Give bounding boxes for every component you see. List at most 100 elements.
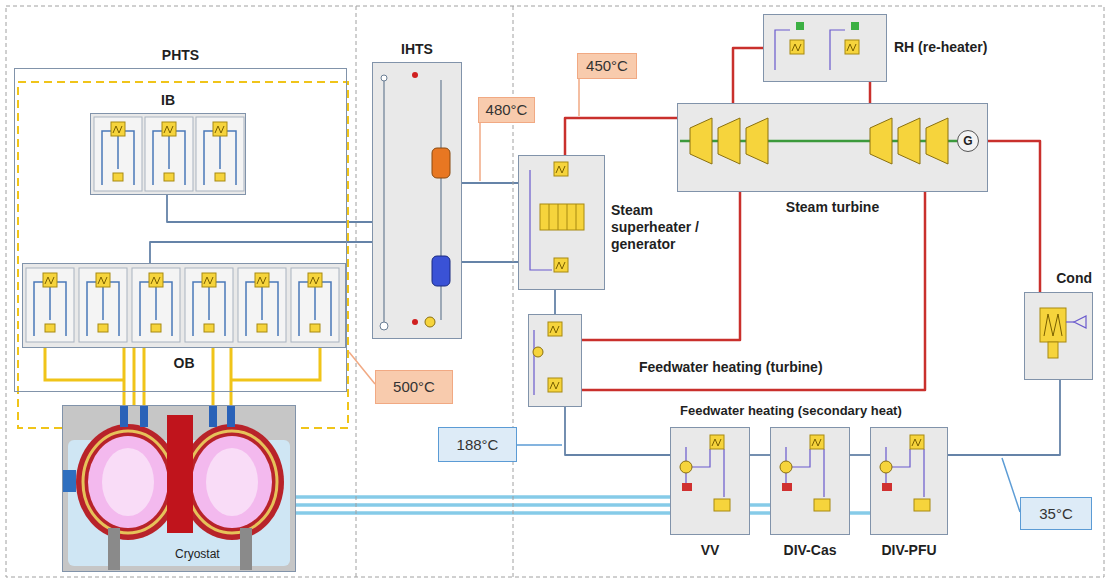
node-label: 188°C <box>457 436 499 454</box>
section-label: Feedwater heating (secondary heat) <box>680 403 902 419</box>
illustration-detail <box>425 317 435 327</box>
pipe-connector <box>565 407 670 455</box>
node-label: IB <box>161 92 175 109</box>
illustration-detail <box>796 22 804 30</box>
condenser-box: Cond <box>1024 292 1093 380</box>
illustration-detail <box>549 204 576 230</box>
pipe-connector <box>750 454 770 456</box>
pipe-connector <box>582 192 740 340</box>
pipe-connector <box>462 261 518 263</box>
illustration-detail <box>775 30 845 70</box>
illustration-detail <box>718 118 740 164</box>
illustration-detail <box>517 444 562 446</box>
pipe-connector <box>850 454 870 456</box>
illustration-detail <box>192 436 272 528</box>
temperature-callout: 188°C <box>438 427 517 462</box>
illustration-detail <box>196 117 244 191</box>
illustration-detail <box>432 256 450 286</box>
cryostat-box: Cryostat <box>62 405 296 572</box>
illustration-detail <box>746 118 768 164</box>
illustration-detail <box>102 448 154 516</box>
node-label: VV <box>701 542 720 559</box>
illustration-detail <box>870 427 948 535</box>
illustration-detail <box>1074 316 1086 328</box>
illustration-detail <box>240 528 252 570</box>
generator-circle: G <box>957 130 979 152</box>
illustration-detail <box>926 118 948 164</box>
illustration-detail <box>898 118 920 164</box>
illustration-detail <box>94 117 142 191</box>
illustration-detail <box>238 268 286 342</box>
blanket-box: OB <box>22 263 346 348</box>
illustration-detail <box>412 319 418 325</box>
illustration-detail <box>518 155 605 290</box>
temperature-callout: 500°C <box>375 370 453 404</box>
pipe-connector <box>150 242 372 263</box>
heat-exchanger-box: DIV-PFU <box>870 427 948 535</box>
node-label: 450°C <box>586 57 628 75</box>
illustration-detail <box>1002 458 1020 512</box>
node-label: Feedwater heating (turbine) <box>639 359 823 376</box>
node-label: Steam superheater / generator <box>611 202 715 252</box>
pipe-connector <box>296 495 670 499</box>
node-label: G <box>963 134 972 148</box>
node-label: 480°C <box>486 101 528 119</box>
illustration-detail <box>372 62 462 339</box>
illustration-detail <box>1048 342 1058 358</box>
illustration-detail <box>88 436 168 528</box>
node-label: 35°C <box>1039 505 1073 523</box>
node-label: Cond <box>1056 270 1092 287</box>
illustration-detail <box>780 435 830 511</box>
illustration-detail <box>79 268 127 342</box>
illustration-detail <box>770 427 850 535</box>
node-label: DIV-PFU <box>881 542 936 559</box>
illustration-detail <box>140 405 148 427</box>
illustration-detail <box>62 405 296 572</box>
feedwater-heater-box: Feedwater heating (turbine) <box>528 314 582 407</box>
pipe-connector <box>462 182 518 184</box>
node-label: 500°C <box>393 378 435 396</box>
illustration-detail <box>124 348 231 405</box>
steam-generator-box: Steam superheater / generator <box>518 155 605 290</box>
illustration-detail <box>578 78 580 116</box>
illustration-detail <box>90 113 246 195</box>
illustration-detail <box>108 528 120 570</box>
illustration-detail <box>690 118 948 164</box>
illustration-detail <box>145 117 193 191</box>
pipe-connector <box>869 82 872 103</box>
illustration-detail <box>227 405 235 427</box>
illustration-detail <box>412 72 418 78</box>
illustration-detail <box>76 424 180 540</box>
illustration-detail <box>45 348 320 380</box>
illustration-detail <box>533 347 543 357</box>
illustration-detail <box>870 118 892 164</box>
illustration-detail <box>349 352 375 384</box>
temperature-callout: 35°C <box>1020 497 1092 530</box>
illustration-detail <box>845 40 859 54</box>
node-label: PHTS <box>162 47 199 64</box>
illustration-detail <box>1044 314 1062 336</box>
node-label: DIV-Cas <box>784 542 837 559</box>
illustration-detail <box>381 75 387 81</box>
node-label: RH (re-heater) <box>894 39 987 56</box>
illustration-detail <box>690 118 712 164</box>
illustration-detail <box>670 427 750 535</box>
illustration-detail <box>677 103 988 192</box>
illustration-detail <box>763 14 887 82</box>
illustration-detail <box>548 378 562 392</box>
temperature-callout: 450°C <box>577 53 637 79</box>
illustration-detail <box>22 263 346 348</box>
illustration-detail <box>479 122 481 181</box>
illustration-detail <box>180 424 284 540</box>
node-label: Steam turbine <box>786 199 879 216</box>
node-label: OB <box>174 355 195 372</box>
illustration-detail <box>185 268 233 342</box>
illustration-detail <box>22 14 1093 535</box>
illustration-detail <box>18 82 348 428</box>
illustration-detail <box>26 268 74 342</box>
illustration-detail <box>680 435 730 511</box>
illustration-detail <box>6 6 1104 577</box>
illustration-detail <box>380 322 388 330</box>
